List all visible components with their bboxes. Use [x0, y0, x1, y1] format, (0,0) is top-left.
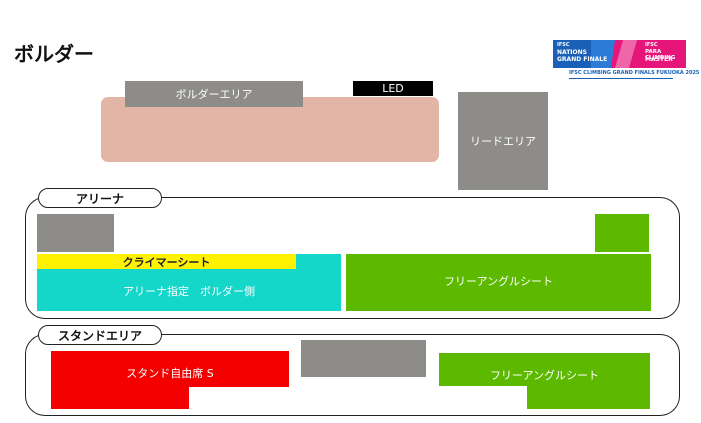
arena-section-label: アリーナ	[38, 188, 162, 208]
arena-free-angle-seat	[346, 254, 651, 311]
arena-free-angle-seat-label: フリーアングルシート	[443, 275, 554, 288]
lead-area: リードエリア	[458, 92, 548, 190]
boulder-area	[101, 97, 439, 162]
led-bar: LED	[353, 81, 433, 96]
logo-left-line1: NATIONS	[557, 49, 587, 56]
stand-gray-block	[301, 340, 426, 377]
arena-green-block	[595, 214, 649, 252]
stand-reserved-seat-lower	[51, 387, 189, 409]
logo-divider	[569, 78, 673, 79]
logo-left-line2: GRAND FINALE	[557, 56, 608, 63]
event-logo-graphic	[553, 40, 686, 68]
logo-right-line1: PARA CLIMBING	[645, 49, 676, 61]
logo-right-line2: MASTER	[645, 56, 673, 63]
stand-reserved-seat-label: スタンド自由席 S	[126, 367, 214, 380]
stand-free-angle-seat-upper	[439, 353, 650, 386]
stand-free-angle-seat-lower	[527, 386, 650, 409]
boulder-area-label: ボルダーエリア	[125, 81, 303, 107]
logo-left-small: IFSC	[557, 42, 570, 48]
arena-gray-block	[37, 214, 114, 252]
stand-free-angle-seat-label: フリーアングルシート	[489, 369, 600, 382]
stand-reserved-seat-upper	[51, 351, 289, 387]
stand-section-label: スタンドエリア	[38, 325, 162, 345]
page-title: ボルダー	[14, 42, 94, 66]
event-logo: IFSC NATIONS GRAND FINALE IFSC PARA CLIM…	[553, 37, 699, 83]
climber-seat: クライマーシート	[37, 254, 296, 269]
arena-designated-seat-label: アリーナ指定 ボルダー側	[123, 285, 255, 298]
logo-bottom-line: IFSC CLIMBING GRAND FINALS FUKUOKA 2025	[569, 70, 700, 76]
logo-right-small: IFSC	[645, 42, 658, 48]
